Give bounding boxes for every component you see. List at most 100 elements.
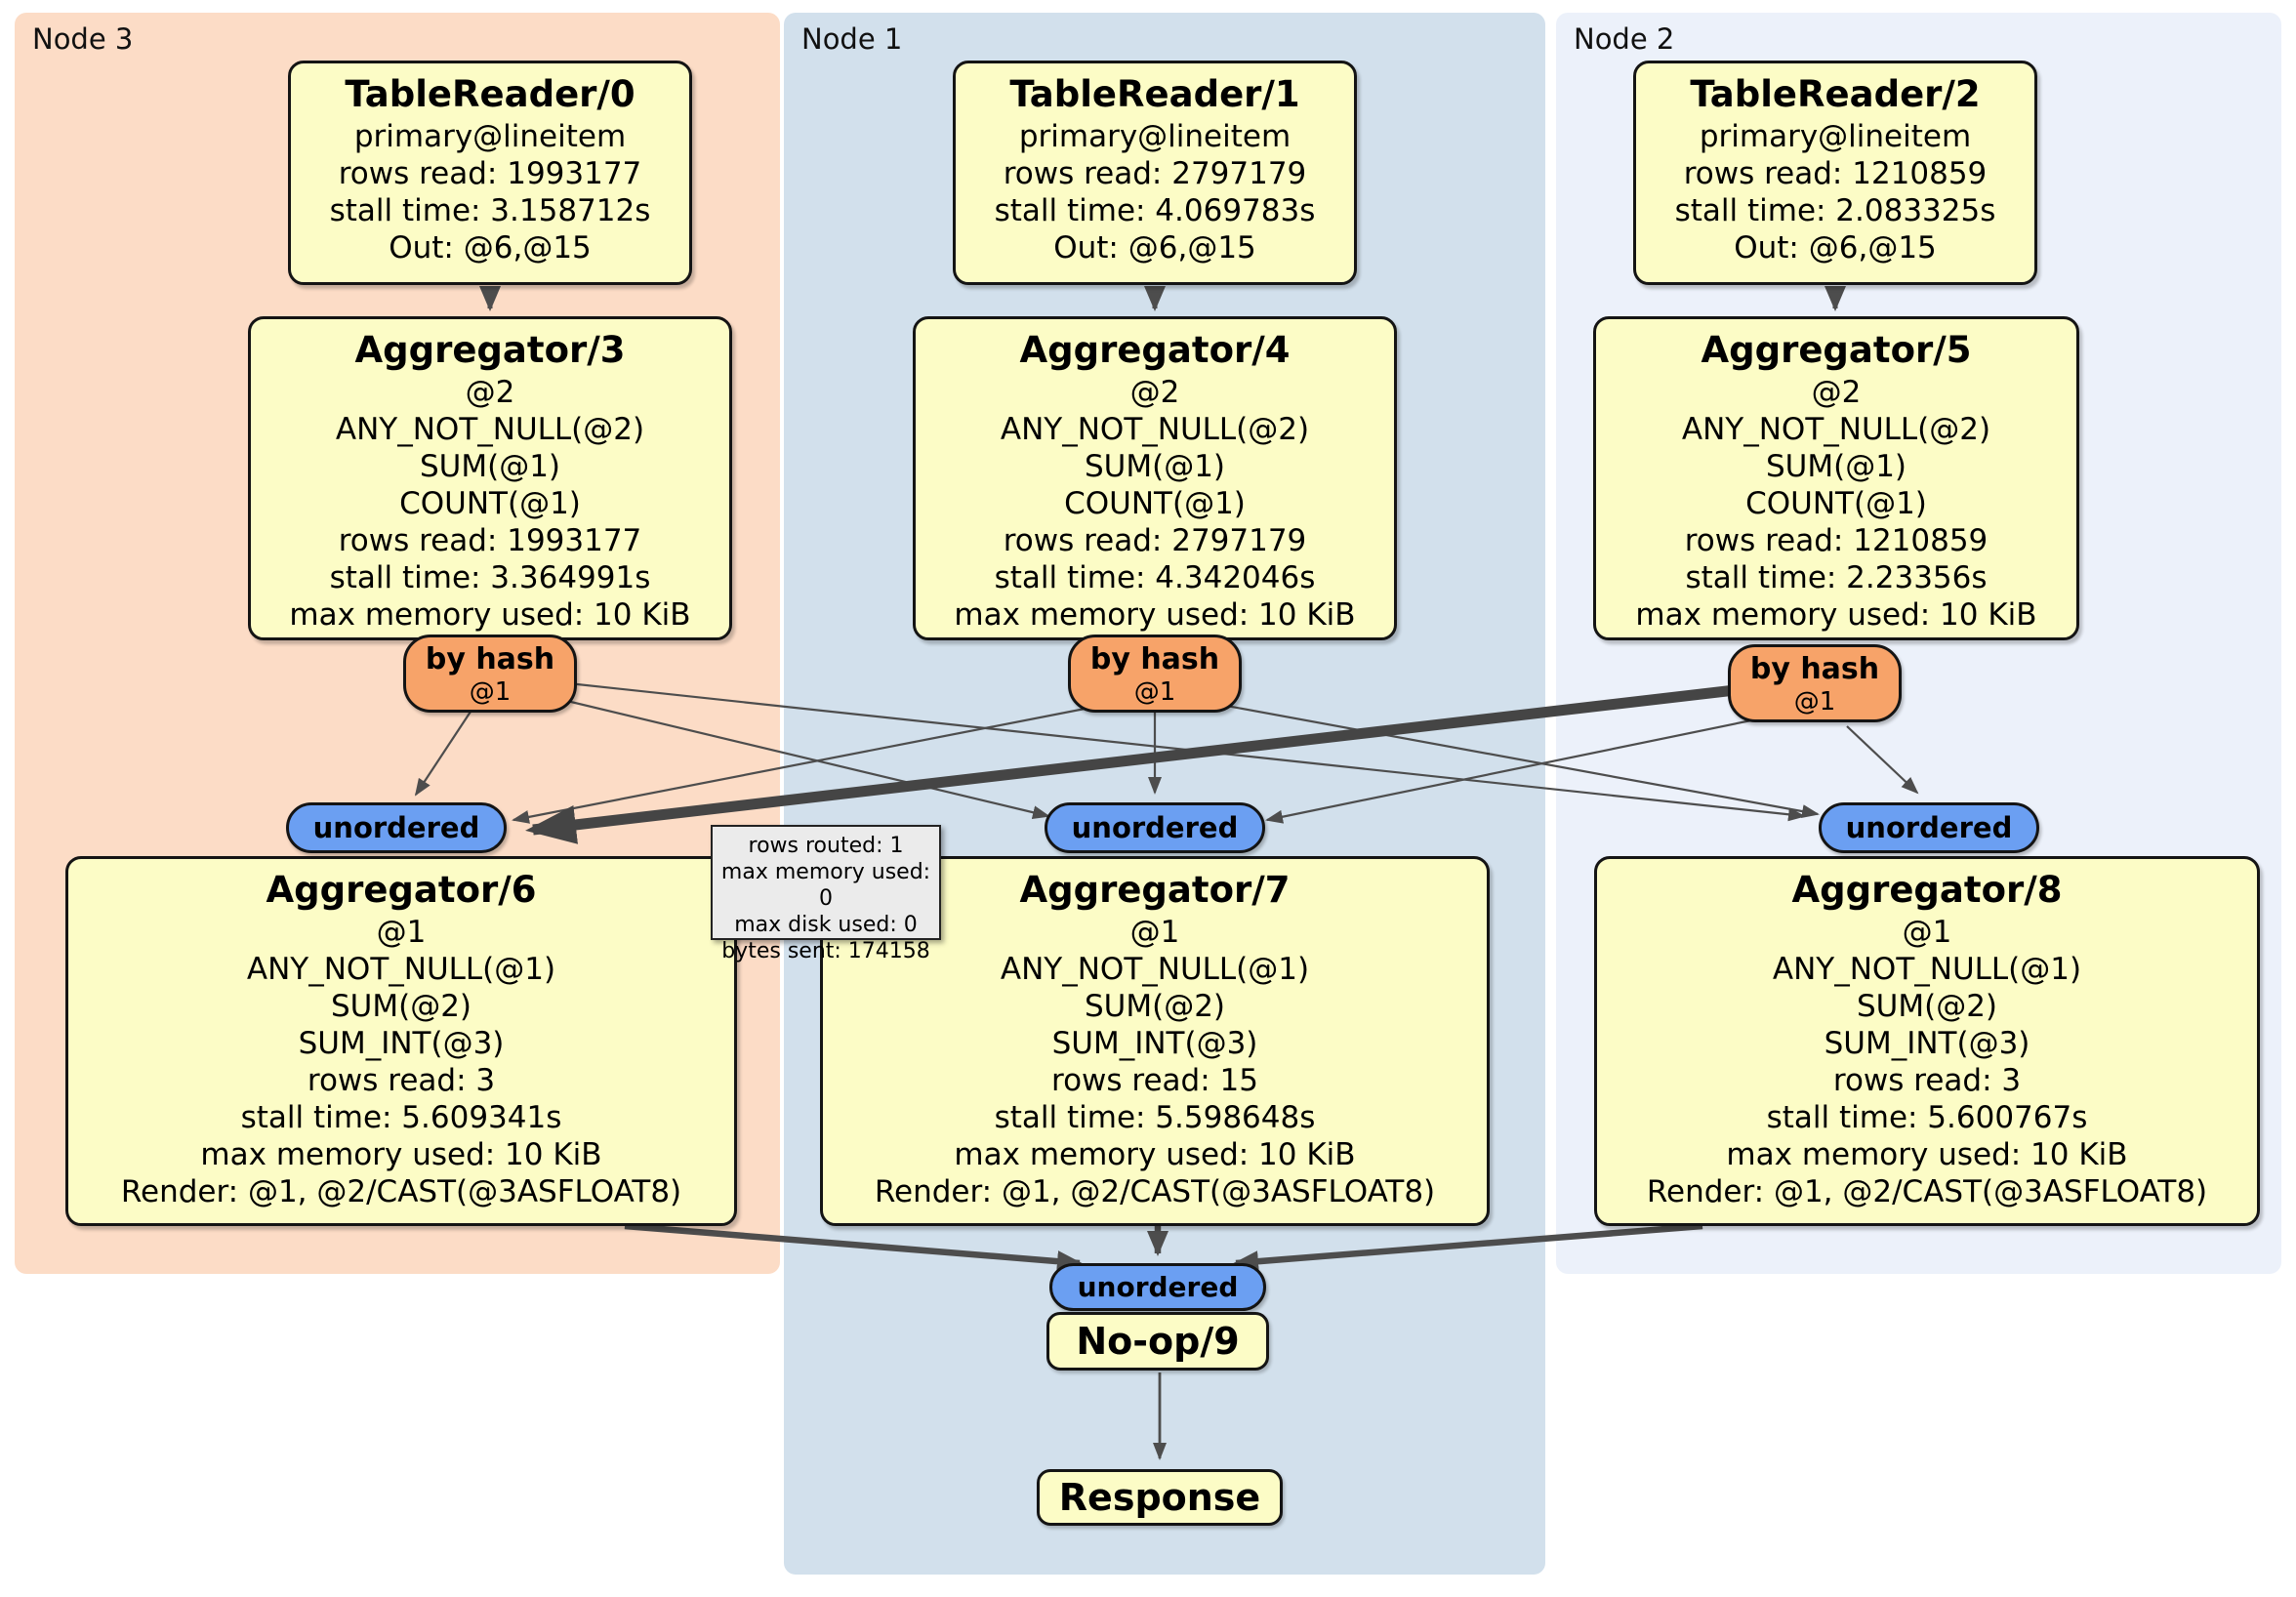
hash-router-node2: by hash @1 [1728,644,1902,722]
node2-panel-label: Node 2 [1574,22,1675,56]
box-line: SUM_INT(@3) [1824,1026,2030,1061]
edge-hash3-sync3[interactable] [414,708,473,797]
box-line: SUM(@1) [1084,449,1226,484]
box-line: max memory used: 10 KiB [1635,597,2037,633]
box-line: Out: @6,@15 [1734,230,1937,266]
node3-panel-label: Node 3 [32,22,134,56]
box-line: ANY_NOT_NULL(@1) [1772,952,2082,987]
box-line: SUM(@1) [1765,449,1907,484]
box-line: rows read: 1210859 [1683,156,1988,191]
box-line: SUM(@2) [330,989,472,1024]
tablereader-1-box: TableReader/1 primary@lineitem rows read… [953,61,1357,285]
tooltip-line: rows routed: 1 [748,834,904,858]
aggregator-4-box: Aggregator/4 @2 ANY_NOT_NULL(@2) SUM(@1)… [913,316,1397,640]
box-line: primary@lineitem [1018,119,1292,154]
hash-router-node1-key: @1 [1133,677,1176,707]
edge-hash2-sync1[interactable] [1265,718,1752,824]
box-line: stall time: 3.158712s [329,193,651,228]
box-line: @1 [376,915,427,950]
box-line: stall time: 2.23356s [1685,560,1988,595]
box-line: SUM(@2) [1856,989,1998,1024]
edge-tooltip: rows routed: 1 max memory used: 0 max di… [711,825,941,963]
aggregator-6-title: Aggregator/6 [266,869,537,911]
noop-9-box: No-op/9 [1046,1312,1269,1371]
hash-router-node1: by hash @1 [1068,635,1242,713]
hash-router-node3: by hash @1 [403,635,577,713]
aggregator-5-box: Aggregator/5 @2 ANY_NOT_NULL(@2) SUM(@1)… [1593,316,2079,640]
box-line: Render: @1, @2/CAST(@3ASFLOAT8) [120,1174,682,1209]
aggregator-5-title: Aggregator/5 [1701,329,1972,371]
box-line: Render: @1, @2/CAST(@3ASFLOAT8) [874,1174,1436,1209]
aggregator-3-title: Aggregator/3 [354,329,626,371]
edge-hash2-sync3-highlighted[interactable] [525,683,1744,844]
edge-hash3-sync1[interactable] [550,695,1050,820]
box-line: COUNT(@1) [1745,486,1927,521]
box-line: @2 [1129,375,1180,410]
box-line: @1 [1902,915,1952,950]
aggregator-8-title: Aggregator/8 [1791,869,2063,911]
box-line: COUNT(@1) [399,486,581,521]
box-line: stall time: 2.083325s [1674,193,1996,228]
tooltip-line: bytes sent: 174158 [721,939,930,963]
tooltip-line: max disk used: 0 [734,913,918,937]
box-line: SUM(@2) [1084,989,1226,1024]
unordered-sync-final: unordered [1049,1263,1266,1311]
box-line: Out: @6,@15 [389,230,592,266]
box-line: @2 [1811,375,1862,410]
box-line: rows read: 2797179 [1003,156,1307,191]
box-line: rows read: 15 [1051,1063,1258,1098]
tablereader-0-box: TableReader/0 primary@lineitem rows read… [288,61,692,285]
box-line: stall time: 5.600767s [1766,1100,2088,1135]
box-line: max memory used: 10 KiB [200,1137,602,1172]
box-line: stall time: 4.069783s [994,193,1316,228]
aggregator-6-box: Aggregator/6 @1 ANY_NOT_NULL(@1) SUM(@2)… [65,856,737,1226]
box-line: rows read: 3 [307,1063,496,1098]
box-line: ANY_NOT_NULL(@2) [335,412,645,447]
tablereader-2-title: TableReader/2 [1690,73,1981,115]
box-line: stall time: 5.598648s [994,1100,1316,1135]
box-line: stall time: 5.609341s [240,1100,562,1135]
box-line: ANY_NOT_NULL(@1) [1000,952,1310,987]
box-line: SUM_INT(@3) [298,1026,505,1061]
hash-router-node2-label: by hash [1749,652,1880,686]
box-line: ANY_NOT_NULL(@2) [1681,412,1991,447]
box-line: ANY_NOT_NULL(@1) [246,952,556,987]
box-line: rows read: 1993177 [338,523,642,558]
box-line: SUM_INT(@3) [1051,1026,1258,1061]
box-line: @1 [1129,915,1180,950]
hash-router-node3-key: @1 [469,677,512,707]
box-line: stall time: 3.364991s [329,560,651,595]
edge-agg8-finalsync[interactable] [1233,1222,1703,1273]
box-line: COUNT(@1) [1064,486,1246,521]
aggregator-7-title: Aggregator/7 [1019,869,1291,911]
hash-router-node3-label: by hash [425,642,555,676]
unordered-sync-node2: unordered [1819,802,2039,853]
response-box: Response [1037,1469,1283,1526]
box-line: max memory used: 10 KiB [954,597,1356,633]
edge-hash1-sync3[interactable] [512,703,1106,824]
edge-hash2-sync2[interactable] [1846,725,1919,795]
box-line: ANY_NOT_NULL(@2) [1000,412,1310,447]
box-line: rows read: 3 [1832,1063,2022,1098]
edge-agg6-finalsync[interactable] [624,1222,1083,1273]
box-line: primary@lineitem [353,119,627,154]
hash-router-node2-key: @1 [1793,687,1836,717]
box-line: @2 [465,375,515,410]
box-line: rows read: 1210859 [1684,523,1988,558]
box-line: rows read: 2797179 [1003,523,1307,558]
tooltip-line: max memory used: 0 [720,860,931,911]
box-line: stall time: 4.342046s [994,560,1316,595]
aggregator-8-box: Aggregator/8 @1 ANY_NOT_NULL(@1) SUM(@2)… [1594,856,2260,1226]
box-line: Render: @1, @2/CAST(@3ASFLOAT8) [1646,1174,2208,1209]
aggregator-4-title: Aggregator/4 [1019,329,1291,371]
tablereader-2-box: TableReader/2 primary@lineitem rows read… [1633,61,2037,285]
edge-hash1-sync2[interactable] [1210,701,1820,819]
box-line: primary@lineitem [1699,119,1972,154]
box-line: max memory used: 10 KiB [954,1137,1356,1172]
box-line: SUM(@1) [419,449,561,484]
box-line: max memory used: 10 KiB [1726,1137,2128,1172]
node1-panel-label: Node 1 [801,22,903,56]
box-line: Out: @6,@15 [1053,230,1256,266]
